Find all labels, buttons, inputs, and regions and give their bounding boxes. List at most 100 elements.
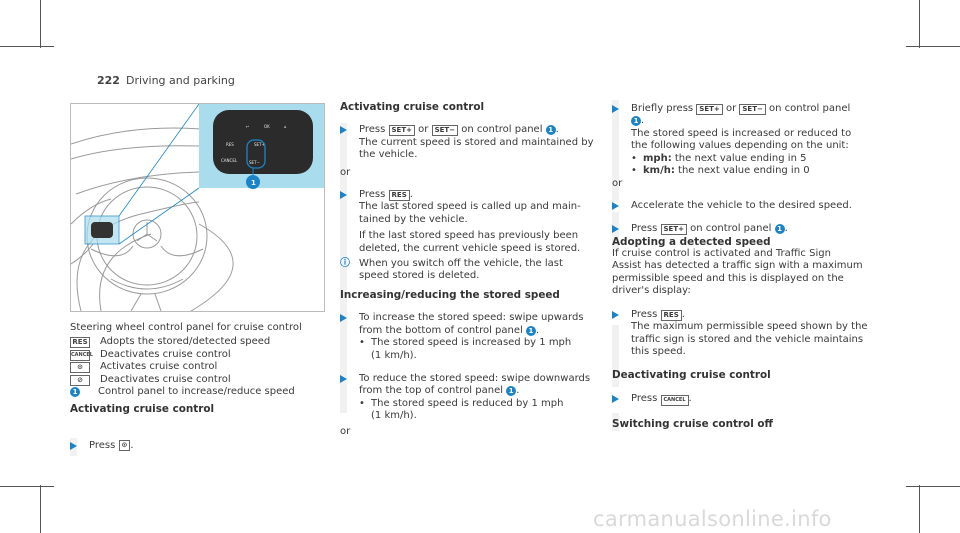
step-text: from the bottom of control panel — [359, 324, 523, 336]
step-bar — [612, 325, 619, 387]
section-heading: Switching cruise control off — [612, 417, 773, 430]
set-plus-icon: SET+ — [696, 104, 723, 115]
ok-button-label: OK — [264, 124, 270, 129]
legend-text: Deactivates cruise control — [100, 373, 231, 385]
bullet-text: (1 km/h). — [371, 349, 417, 361]
step-text: Press — [631, 392, 658, 404]
cruise-off-icon: ⊘ — [70, 374, 90, 386]
step-arrow-icon — [612, 394, 619, 403]
legend-row: ⊙ Activates cruise control — [70, 361, 323, 374]
callout-number-icon: 1 — [545, 125, 556, 136]
set-minus-icon: SET− — [431, 125, 459, 137]
step-text: To reduce the stored speed: swipe downwa… — [359, 372, 591, 384]
section-heading: Adopting a detected speed — [612, 235, 771, 248]
legend-row: RES Adopts the stored/detected speed — [70, 336, 323, 349]
step-text: . — [130, 440, 134, 451]
step-text: . — [555, 124, 559, 136]
step-arrow-icon — [340, 126, 347, 135]
legend-text: Activates cruise control — [100, 361, 218, 373]
cancel-button-label: CANCEL — [221, 158, 238, 163]
step-text: Briefly press — [631, 103, 694, 114]
legend-row: CANCEL Deactivates cruise control — [70, 349, 323, 361]
cancel-icon: CANCEL — [70, 349, 93, 361]
crop-mark — [906, 46, 960, 47]
section-heading: Increasing/reducing the stored speed — [340, 288, 560, 301]
res-icon: RES — [70, 337, 90, 349]
legend-text: Deactivates cruise control — [100, 348, 231, 360]
step-text: on control panel — [769, 103, 851, 114]
body-text: permissible speed and this is displayed … — [612, 272, 844, 284]
step-bar — [340, 123, 347, 323]
step-text: from the top of control panel — [359, 385, 504, 397]
legend-text: Adopts the stored/detected speed — [100, 336, 271, 348]
crop-mark — [0, 486, 54, 487]
step-text: on control panel — [461, 124, 543, 136]
section-heading: Activating cruise control — [70, 403, 215, 416]
step-bar — [340, 313, 347, 413]
step-text: on control panel — [690, 223, 772, 235]
bullet-text: the next value ending in 5 — [674, 152, 807, 164]
steering-wheel-illustration: ↩ OK ⌂ RES SET+ CANCEL SET− 1 — [71, 104, 324, 311]
step-arrow-icon — [340, 314, 347, 323]
bullet-key: km/h: — [643, 165, 675, 177]
step-text: To increase the stored speed: swipe upwa… — [359, 312, 584, 324]
step-text: . — [409, 189, 413, 201]
or-text: or — [340, 425, 351, 437]
callout-number: 1 — [251, 179, 256, 187]
bullet-text: The stored speed is reduced by 1 mph — [371, 397, 564, 409]
callout-number-icon: 1 — [70, 387, 80, 398]
step-text: Press — [359, 189, 386, 201]
cruise-on-icon: ⊙ — [118, 440, 131, 451]
crop-mark — [40, 0, 41, 48]
callout-number-icon: 1 — [774, 224, 785, 235]
step-text: The last stored speed is called up and m… — [359, 201, 581, 213]
step-text: Press — [359, 124, 386, 136]
step-text: Press — [89, 440, 116, 451]
step-bar — [612, 100, 619, 202]
figure-legend: Steering wheel control panel for cruise … — [70, 322, 323, 416]
crop-mark — [919, 0, 920, 48]
bullet-text: the next value ending in 0 — [678, 165, 810, 177]
figure-caption: Steering wheel control panel for cruise … — [70, 322, 302, 333]
step-text: or — [725, 103, 737, 114]
step-text: this speed. — [631, 345, 686, 357]
step-text: or — [418, 124, 429, 136]
step-text: tained by the vehicle. — [359, 213, 468, 225]
step-text: traffic sign is stored and the vehicle m… — [631, 333, 864, 345]
crop-mark — [906, 486, 960, 487]
watermark: carmanualsonline.info — [593, 507, 832, 531]
body-text: If cruise control is activated and Traff… — [612, 248, 831, 260]
set-minus-label: SET− — [249, 160, 260, 165]
step-text: The maximum permissible speed shown by t… — [631, 321, 868, 333]
bullet-text: (1 km/h). — [371, 410, 417, 422]
crop-mark — [0, 46, 54, 47]
info-icon: ⓘ — [340, 258, 350, 270]
step-arrow-icon — [612, 201, 619, 210]
cruise-on-icon: ⊙ — [70, 362, 90, 374]
step-bar — [612, 413, 619, 431]
step-arrow-icon — [612, 105, 619, 113]
note-text: When you switch off the vehicle, the las… — [359, 258, 563, 270]
callout-number-icon: 1 — [525, 325, 536, 336]
callout-number-icon: 1 — [506, 386, 517, 397]
bullet-key: mph: — [643, 152, 672, 164]
res-icon: RES — [388, 190, 410, 202]
step: Press ⊙. — [70, 440, 323, 452]
step-text: Press — [631, 223, 658, 235]
home-button-label: ⌂ — [284, 124, 287, 129]
body-text: driver's display: — [612, 285, 691, 297]
step-text: The current speed is stored and maintain… — [359, 136, 594, 148]
section-heading: Activating cruise control — [340, 101, 485, 113]
or-text: or — [340, 166, 351, 178]
section-title: Driving and parking — [125, 74, 235, 87]
callout-marker — [246, 175, 260, 189]
step-text: the following values depending on the un… — [631, 140, 849, 152]
note-text: speed stored is deleted. — [359, 270, 480, 282]
crop-mark — [919, 485, 920, 533]
column-3: Briefly press SET+ or SET− on control pa… — [612, 103, 892, 430]
step-text: The stored speed is increased or reduced… — [631, 127, 852, 139]
crop-mark — [40, 485, 41, 533]
res-button-label: RES — [226, 142, 234, 147]
set-plus-label: SET+ — [254, 142, 265, 147]
